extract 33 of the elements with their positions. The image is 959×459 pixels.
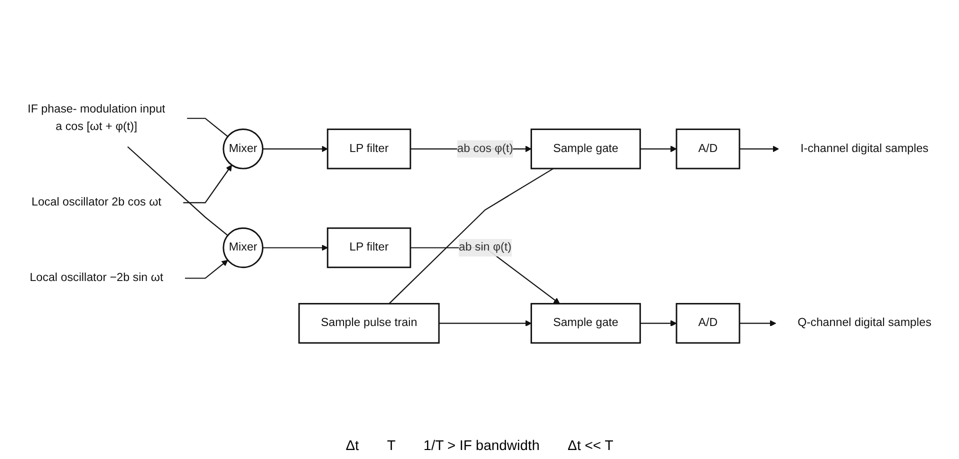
node-circle: Mixer bbox=[222, 128, 264, 170]
node-text: Local oscillator −2b sin ωt bbox=[30, 272, 164, 284]
formula-label: 1/T > IF bandwidth bbox=[424, 437, 540, 453]
arrow bbox=[739, 146, 779, 152]
connector bbox=[187, 118, 228, 137]
node-box: LP filter bbox=[326, 227, 412, 268]
node-label: a cos [ωt + φ(t)] bbox=[56, 120, 138, 133]
arrow bbox=[262, 244, 328, 251]
connector bbox=[388, 168, 554, 304]
node-box: Sample gate bbox=[530, 302, 641, 344]
arrow bbox=[262, 146, 328, 152]
connector bbox=[127, 146, 228, 236]
formula-label: T bbox=[386, 437, 396, 453]
edge-label: ab sin φ(t) bbox=[458, 241, 512, 254]
node-box: A/D bbox=[676, 302, 740, 344]
node-box: Sample gate bbox=[530, 128, 641, 170]
arrow bbox=[640, 320, 677, 327]
node-box: LP filter bbox=[326, 128, 412, 170]
node-box: A/D bbox=[676, 128, 740, 170]
node-text: I-channel digital samples bbox=[800, 142, 928, 155]
node-box: Sample pulse train bbox=[298, 302, 440, 344]
arrow bbox=[438, 320, 532, 327]
node-circle: Mixer bbox=[222, 227, 264, 268]
arrow bbox=[739, 320, 776, 327]
node-text: Q-channel digital samples bbox=[798, 316, 932, 330]
formula-label: Δt << T bbox=[568, 437, 614, 453]
edge-label: ab cos φ(t) bbox=[457, 142, 514, 155]
node-text: Local oscillator 2b cos ωt bbox=[31, 196, 162, 209]
arrow bbox=[183, 164, 232, 204]
node-text: IF phase- modulation input bbox=[28, 103, 166, 116]
arrow bbox=[185, 260, 228, 279]
formula-label: Δt bbox=[346, 437, 359, 453]
arrow bbox=[640, 146, 677, 152]
